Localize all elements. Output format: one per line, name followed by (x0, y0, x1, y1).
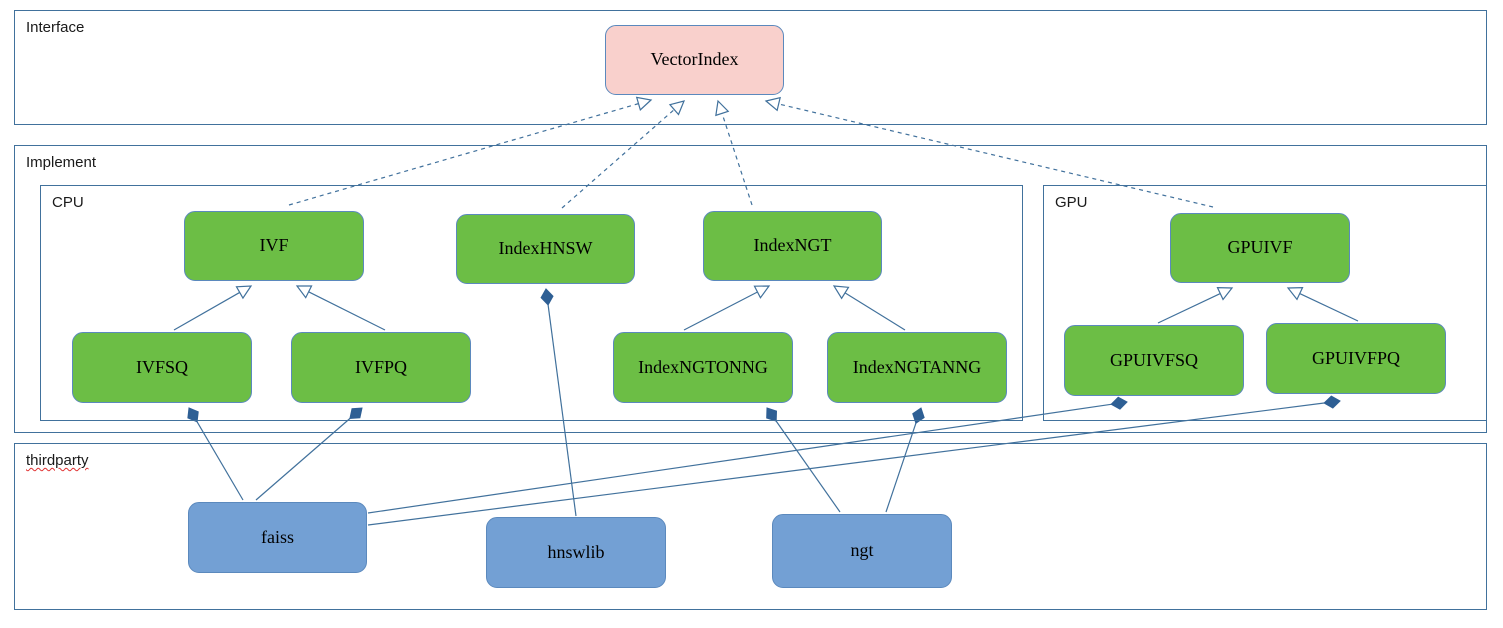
node-ivf[interactable]: IVF (184, 211, 364, 281)
node-indexhnsw[interactable]: IndexHNSW (456, 214, 635, 284)
node-gpuivfpq[interactable]: GPUIVFPQ (1266, 323, 1446, 394)
panel-thirdparty (14, 443, 1487, 610)
node-hnswlib[interactable]: hnswlib (486, 517, 666, 588)
node-vectorindex[interactable]: VectorIndex (605, 25, 784, 95)
panel-label-cpu: CPU (52, 194, 84, 211)
panel-label-gpu: GPU (1055, 194, 1088, 211)
panel-label-interface: Interface (26, 19, 85, 36)
node-faiss[interactable]: faiss (188, 502, 367, 573)
node-ngt[interactable]: ngt (772, 514, 952, 588)
panel-cpu (40, 185, 1023, 421)
panel-interface (14, 10, 1487, 125)
node-indexngt[interactable]: IndexNGT (703, 211, 882, 281)
node-ivfsq[interactable]: IVFSQ (72, 332, 252, 403)
panel-gpu (1043, 185, 1487, 421)
node-ivfpq[interactable]: IVFPQ (291, 332, 471, 403)
node-indexngtonng[interactable]: IndexNGTONNG (613, 332, 793, 403)
panel-label-implement: Implement (26, 154, 97, 171)
node-gpuivfsq[interactable]: GPUIVFSQ (1064, 325, 1244, 396)
panel-label-thirdparty: thirdparty (26, 452, 89, 469)
node-gpuivf[interactable]: GPUIVF (1170, 213, 1350, 283)
node-indexngtanng[interactable]: IndexNGTANNG (827, 332, 1007, 403)
